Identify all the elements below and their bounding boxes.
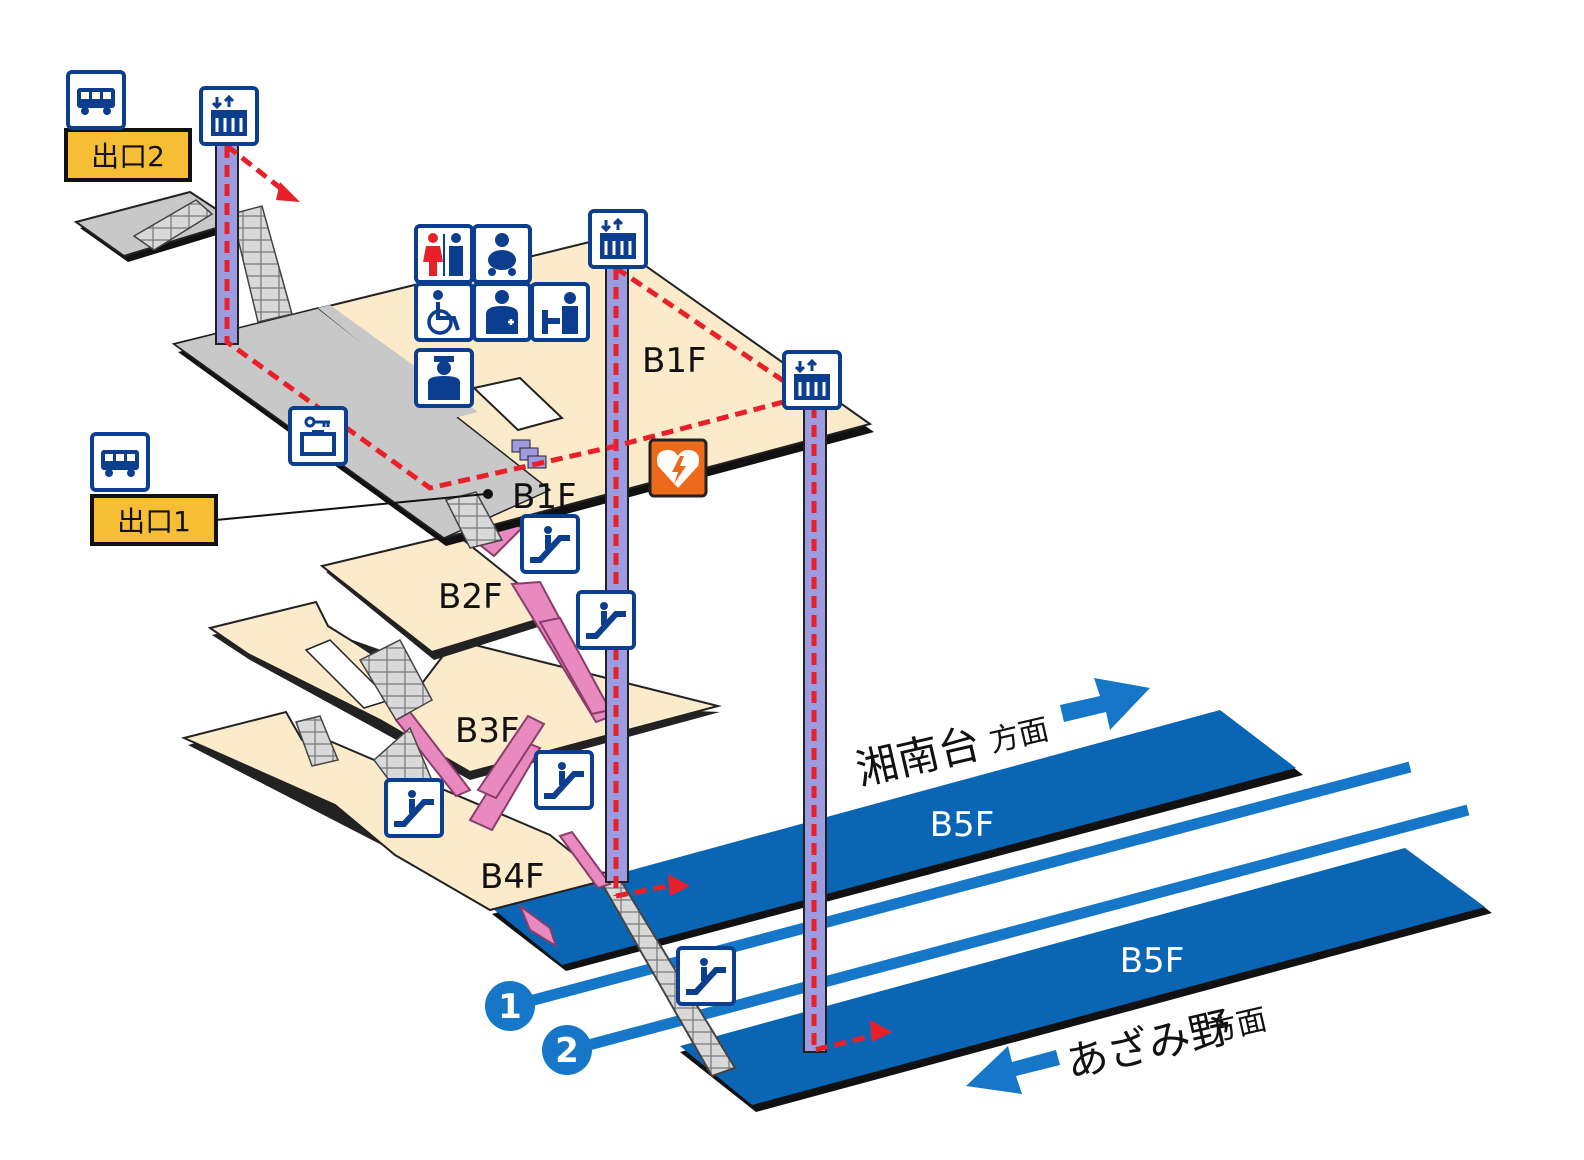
svg-text:1: 1 xyxy=(498,987,522,1027)
floor-label-b1f-sub: B1F xyxy=(512,477,577,517)
exit1-label: 出口1 xyxy=(90,494,218,546)
wheelchair-icon xyxy=(414,282,474,342)
stairs-exit2 xyxy=(231,205,293,323)
station-staff-icon xyxy=(414,348,474,408)
floor-label-b5f-upper: B5F xyxy=(930,805,995,845)
track-2-badge: 2 xyxy=(542,1025,592,1075)
svg-text:方面: 方面 xyxy=(986,712,1052,760)
stairs-exit1 xyxy=(444,491,504,549)
exit1-point xyxy=(483,489,493,499)
escalator-icon xyxy=(384,778,444,838)
elevator-icon xyxy=(588,209,648,269)
escalator-icon xyxy=(676,946,736,1006)
bus-icon xyxy=(66,70,126,130)
floor-label-b4f: B4F xyxy=(480,857,545,897)
accessible-route xyxy=(224,144,881,1054)
escalator-icon xyxy=(576,590,636,650)
exit1-leader-line xyxy=(215,493,487,521)
svg-text:2: 2 xyxy=(555,1031,579,1071)
floor-label-b5f-lower: B5F xyxy=(1120,941,1185,981)
elevator-icon xyxy=(782,350,842,410)
arrow-right-icon xyxy=(1060,678,1150,730)
svg-text:出口2: 出口2 xyxy=(91,140,165,173)
b5f-lower-platform xyxy=(680,848,1485,1105)
b5f-upper-platform xyxy=(492,710,1296,965)
exit2-label: 出口2 xyxy=(64,128,192,182)
escalator-icon xyxy=(534,750,594,810)
baby-care-icon xyxy=(472,224,532,284)
track-1-badge: 1 xyxy=(485,981,535,1031)
escalator-icon xyxy=(520,514,580,574)
coin-locker-icon xyxy=(288,406,348,466)
track-2-line xyxy=(583,804,1470,1052)
elevator-icon xyxy=(199,86,259,146)
route-arrowheads xyxy=(276,182,892,1042)
exit2-landing xyxy=(73,190,293,323)
bus-icon xyxy=(90,432,150,492)
b5f-platform-area: 1 2 B5F B5F xyxy=(485,710,1492,1112)
svg-text:出口1: 出口1 xyxy=(117,505,191,538)
floor-label-b2f: B2F xyxy=(438,577,503,617)
aed-icon xyxy=(648,438,708,498)
floor-label-b1f-main: B1F xyxy=(642,341,707,381)
nursing-room-icon xyxy=(530,282,590,342)
first-aid-room-icon xyxy=(472,282,532,342)
b3f-floor: B3F xyxy=(207,600,722,780)
restroom-icon xyxy=(414,224,474,284)
arrow-left-icon xyxy=(966,1046,1060,1094)
